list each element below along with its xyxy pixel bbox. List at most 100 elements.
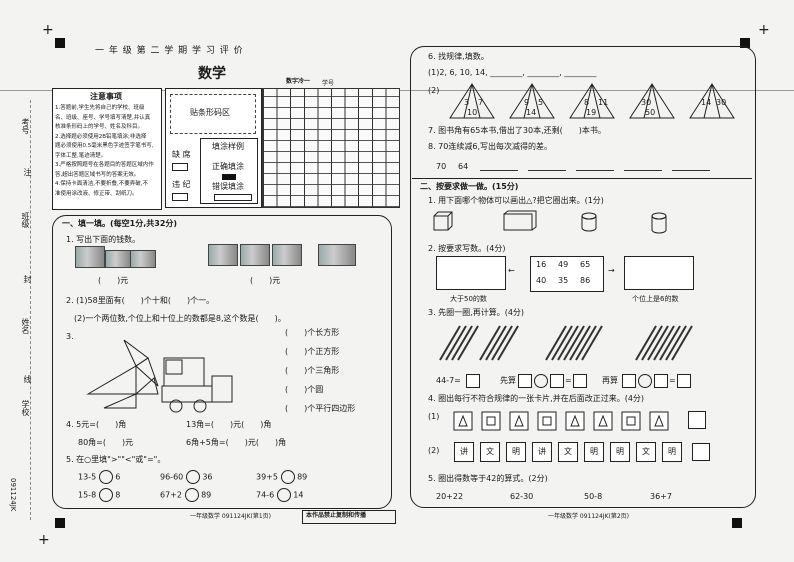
triangle-number: 9 — [524, 98, 530, 107]
number-source-box — [530, 256, 604, 292]
section-2-title: 二、按要求做一做。(15分) — [420, 182, 519, 191]
late-label: 违 纪 — [172, 180, 191, 189]
fill-correct-sample — [222, 174, 236, 180]
r5-expression[interactable]: 62-30 — [510, 492, 534, 501]
r5-expression[interactable]: 20+22 — [436, 492, 464, 501]
character-card[interactable]: 明 — [506, 442, 526, 462]
banknote-image — [208, 244, 238, 266]
compare-item: 39+5 89 — [256, 470, 307, 484]
label-ban: 班级 — [21, 212, 30, 228]
q2b-text: (2)一个两位数,个位上和十位上的数都是8,这个数是( )。 — [74, 314, 286, 323]
triangle-number: 5 — [538, 98, 544, 107]
character-card[interactable]: 文 — [480, 442, 500, 462]
banknote-image — [75, 246, 105, 268]
answer-line[interactable] — [672, 170, 710, 171]
section-1-box — [52, 215, 392, 509]
compare-circle[interactable] — [185, 470, 200, 484]
answer-box[interactable] — [622, 374, 636, 388]
compare-item: 96-60 36 — [160, 470, 213, 484]
notes-line: 3.严格按照题号在各题目的答题区域内作 — [55, 162, 154, 168]
answer-line[interactable] — [576, 170, 614, 171]
q4-item-1: 4. 5元=( )角 — [66, 420, 127, 429]
q4-item-2: 13角=( )元( )角 — [186, 420, 272, 429]
label-code: 091124JK — [9, 478, 17, 512]
compare-circle[interactable] — [98, 470, 113, 484]
answer-box[interactable] — [573, 374, 587, 388]
triangle-number: 19 — [586, 108, 597, 117]
answer-line[interactable] — [528, 170, 566, 171]
notes-lines: 1.答题前,学生先将自己的学校、班级名、班级、座号、学号填写清楚,并认真核准条形… — [55, 104, 159, 199]
fill-example-box — [200, 138, 258, 204]
triangle-number: 7 — [478, 98, 484, 107]
compare-circle[interactable] — [280, 470, 295, 484]
section-1-title: 一、填一填。(每空1分,共32分) — [62, 219, 178, 228]
greater-than-50-box[interactable] — [436, 256, 506, 290]
q3-circle-count: ( )个圆 — [285, 385, 324, 394]
operator-circle[interactable] — [534, 374, 548, 388]
compare-item: 15-8 8 — [78, 488, 120, 502]
binding-line — [30, 100, 31, 520]
character-card[interactable]: 文 — [636, 442, 656, 462]
compare-circle[interactable] — [184, 488, 199, 502]
answer-box[interactable] — [550, 374, 564, 388]
q8-value: 70 — [436, 162, 447, 171]
q6-text: 6. 找规律,填数。 — [428, 52, 489, 61]
triangle-number: 14 — [526, 108, 537, 117]
operator-circle[interactable] — [638, 374, 652, 388]
section-divider — [412, 178, 752, 179]
compare-item: 13-5 6 — [78, 470, 120, 484]
q7-text: 7. 图书角有65本书,借出了30本,还剩( )本书。 — [428, 126, 606, 135]
answer-box[interactable] — [518, 374, 532, 388]
barcode-area — [170, 94, 256, 134]
character-card[interactable]: 明 — [662, 442, 682, 462]
equals-sign: = — [565, 376, 572, 385]
answer-box[interactable] — [677, 374, 691, 388]
fill-wrong-sample — [214, 194, 252, 201]
notes-line: 2.选择题必须使用2B铅笔填涂;非选择 — [55, 133, 147, 140]
notes-line: 4.保持卡面清洁,不要折叠,不要弄破,不 — [55, 181, 148, 187]
late-checkbox[interactable] — [172, 193, 188, 201]
q8-value: 64 — [458, 162, 469, 171]
subject-title: 数学 — [198, 66, 226, 82]
answer-line[interactable] — [480, 170, 518, 171]
r3-equation: 44-7= — [436, 376, 461, 385]
label-zhu: 注 — [23, 168, 32, 176]
footer-notice: 本作品禁止复制和传播 — [306, 512, 367, 519]
r5-expression[interactable]: 50-8 — [584, 492, 603, 501]
answer-box[interactable] — [654, 374, 668, 388]
barcode-panel — [165, 88, 262, 208]
q2a-text: 2. (1)58里面有( )个十和( )个一。 — [66, 296, 215, 305]
registration-mark — [55, 38, 65, 48]
shape-cards-row[interactable] — [452, 410, 742, 432]
character-card[interactable]: 明 — [610, 442, 630, 462]
triangle-number: 50 — [645, 108, 656, 117]
compare-circle[interactable] — [98, 488, 113, 502]
student-number-grid[interactable] — [262, 88, 400, 208]
absent-checkbox[interactable] — [172, 163, 188, 171]
banknote-image — [318, 244, 356, 266]
notes-line: 名、班级、座号、学号填写清楚,并认真 — [55, 114, 151, 121]
number-card: 40 — [536, 276, 547, 285]
correction-box[interactable] — [692, 443, 710, 461]
character-card[interactable]: 讲 — [454, 442, 474, 462]
label-feng: 封 — [23, 275, 32, 283]
answer-box[interactable] — [466, 374, 480, 388]
notes-line: 题必须使用0.5毫米黑色字迹签字笔书写, — [55, 143, 154, 149]
number-card: 49 — [558, 260, 569, 269]
ones-digit-6-box[interactable] — [624, 256, 694, 290]
solids-figure — [433, 210, 667, 234]
correction-box[interactable] — [688, 411, 706, 429]
q1-text: 1. 写出下面的钱数。 — [66, 235, 141, 244]
q3-rectangle-count: ( )个长方形 — [285, 328, 340, 337]
character-card[interactable]: 文 — [558, 442, 578, 462]
compare-circle[interactable] — [276, 488, 291, 502]
character-card[interactable]: 讲 — [532, 442, 552, 462]
triangle-number: 3 — [464, 98, 470, 107]
notes-line: 答,超出答题区域书写的答案无效。 — [55, 171, 140, 178]
r5-expression[interactable]: 36+7 — [650, 492, 672, 501]
registration-mark — [740, 38, 750, 48]
character-card[interactable]: 明 — [584, 442, 604, 462]
footer-right: 一年级数学 091124JK(第2页) — [548, 513, 630, 520]
triangle-number: 11 — [598, 98, 609, 107]
answer-line[interactable] — [624, 170, 662, 171]
